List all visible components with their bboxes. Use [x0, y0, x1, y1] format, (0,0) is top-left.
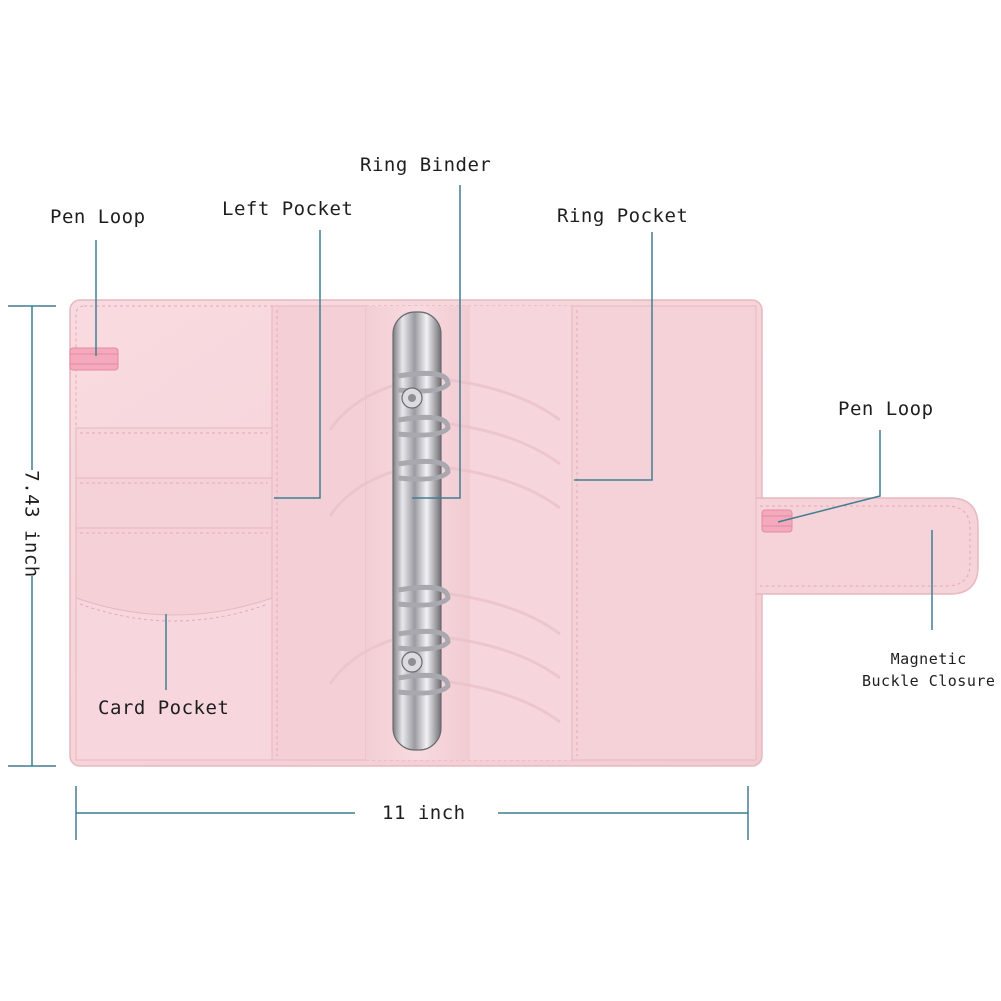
label-ring-pocket: Ring Pocket — [557, 205, 689, 227]
label-width-dimension: 11 inch — [382, 802, 466, 824]
ring-binder-bar — [392, 311, 442, 751]
callout-lines — [8, 185, 933, 840]
label-height-dimension: 7.43 inch — [20, 470, 43, 578]
label-ring-binder: Ring Binder — [360, 154, 492, 176]
left-pen-loop — [69, 347, 119, 371]
callout-ring-binder — [412, 185, 461, 499]
label-pen-loop-right: Pen Loop — [838, 398, 934, 420]
label-magnetic-line2: Buckle Closure — [862, 672, 996, 690]
label-magnetic-line1: Magnetic — [890, 650, 967, 668]
magnetic-strap — [749, 497, 979, 595]
label-left-pocket: Left Pocket — [222, 198, 354, 220]
left-pocket-panel — [271, 305, 367, 761]
card-pocket-front — [75, 597, 273, 761]
label-magnetic-buckle-closure: Magnetic Buckle Closure — [862, 648, 995, 692]
callout-pen-loop-right — [777, 430, 881, 523]
strap-stitch — [760, 505, 971, 587]
label-card-pocket: Card Pocket — [98, 697, 230, 719]
label-pen-loop-left: Pen Loop — [50, 206, 146, 228]
ring-shadows — [328, 378, 561, 724]
strap-pen-loop — [761, 509, 793, 533]
callout-left-pocket — [274, 230, 321, 499]
ring-pocket-panel — [571, 305, 757, 761]
callout-ring-pocket — [574, 232, 653, 481]
